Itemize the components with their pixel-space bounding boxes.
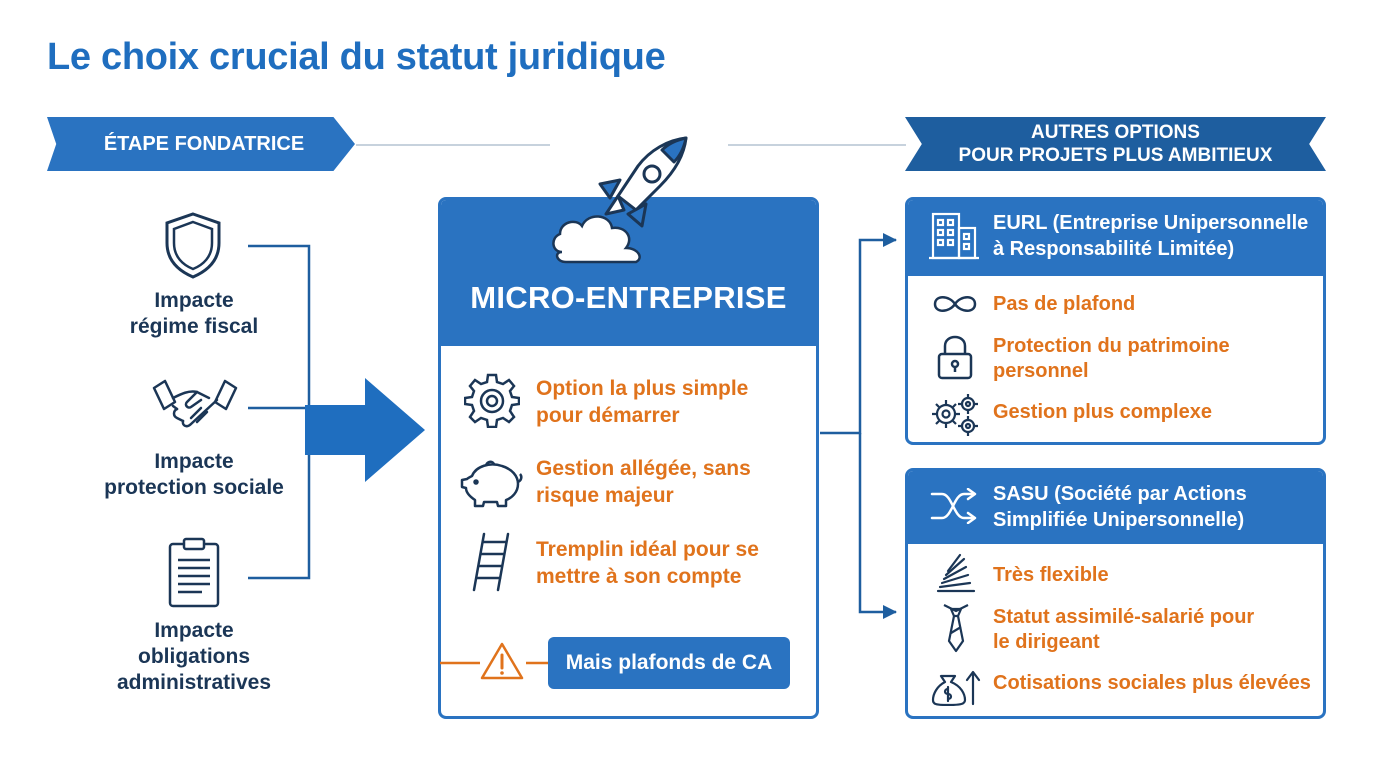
ribbon-autres-options-line2: POUR PROJETS PLUS AMBITIEUX — [958, 145, 1273, 166]
warning-row — [440, 642, 550, 680]
separator-line-right — [728, 144, 906, 146]
gear-icon — [464, 373, 520, 428]
eurl-title-line1: EURL (Entreprise Unipersonnelle — [993, 212, 1309, 234]
micro-item-tremplin: Tremplin idéal pour se mettre à son comp… — [536, 536, 796, 590]
warning-icon — [480, 642, 524, 680]
plafonds-ca-badge: Mais plafonds de CA — [548, 637, 790, 689]
impact-3-line2: obligations — [138, 645, 250, 668]
eurl-item-pas-de-plafond: Pas de plafond — [993, 293, 1136, 315]
sasu-title-line1: SASU (Société par Actions — [993, 483, 1247, 505]
arrowhead-sasu — [883, 605, 897, 619]
eurl-item-gestion-complexe: Gestion plus complexe — [993, 401, 1212, 423]
micro-item-2-line1: Gestion allégée, sans — [536, 457, 751, 480]
micro-item-2-line2: risque majeur — [536, 484, 674, 507]
sasu-title: SASU (Société par Actions Simplifiée Uni… — [993, 481, 1247, 533]
sasu-item-2-line2: le dirigeant — [993, 631, 1100, 653]
sasu-item-tres-flexible: Très flexible — [993, 564, 1109, 586]
sasu-card — [905, 468, 1326, 719]
impact-3-line1: Impacte — [154, 619, 234, 642]
impact-obligations-administratives: Impacte obligations administratives — [84, 618, 304, 696]
eurl-header — [908, 200, 1323, 276]
handshake-icon — [152, 379, 238, 428]
micro-item-1-line1: Option la plus simple — [536, 377, 749, 400]
impact-2-line2: protection sociale — [104, 476, 284, 499]
ladder-icon — [472, 532, 510, 592]
eurl-item-protection: Protection du patrimoine personnel — [993, 334, 1230, 384]
eurl-title: EURL (Entreprise Unipersonnelle à Respon… — [993, 210, 1308, 262]
micro-item-gestion-allegee: Gestion allégée, sans risque majeur — [536, 455, 796, 509]
impact-regime-fiscal: Impacte régime fiscal — [84, 288, 304, 340]
micro-item-3-line1: Tremplin idéal pour se — [536, 538, 759, 561]
shield-icon — [165, 212, 221, 279]
arrowhead-eurl — [883, 233, 897, 247]
ribbon-autres-options-line1: AUTRES OPTIONS — [1031, 122, 1200, 143]
impact-3-line3: administratives — [116, 671, 272, 694]
micro-item-1-line2: pour démarrer — [536, 404, 680, 427]
sasu-item-2-line1: Statut assimilé-salarié pour — [993, 606, 1255, 628]
eurl-item-2-line2: personnel — [993, 360, 1089, 382]
big-arrow — [305, 378, 425, 482]
micro-entreprise-header — [441, 200, 816, 346]
impact-1-line2: régime fiscal — [129, 315, 259, 338]
rocket-icon — [552, 136, 688, 264]
impact-1-line1: Impacte — [154, 289, 234, 312]
sasu-item-cotisations: Cotisations sociales plus élevées — [993, 672, 1311, 694]
micro-item-3-line2: mettre à son compte — [536, 565, 742, 588]
micro-entreprise-title: MICRO-ENTREPRISE — [470, 280, 787, 315]
eurl-title-line2: à Responsabilité Limitée) — [993, 238, 1235, 260]
spring-icon — [936, 553, 976, 593]
page-title: Le choix crucial du statut juridique — [47, 36, 666, 78]
ribbon-autres-options: AUTRES OPTIONS POUR PROJETS PLUS AMBITIE… — [905, 117, 1326, 171]
gears-icon — [932, 394, 978, 436]
sasu-item-statut-assimile: Statut assimilé-salarié pour le dirigean… — [993, 605, 1254, 655]
eurl-item-2-line1: Protection du patrimoine — [993, 335, 1230, 357]
padlock-icon — [937, 335, 973, 380]
micro-entreprise-card: MICRO-ENTREPRISE — [438, 197, 819, 719]
impact-2-line1: Impacte — [154, 450, 234, 473]
sasu-title-line2: Simplifiée Unipersonnelle) — [993, 509, 1245, 531]
micro-item-option-simple: Option la plus simple pour démarrer — [536, 375, 796, 429]
connector-eurl — [820, 238, 896, 435]
separator-line-left — [356, 144, 550, 146]
impact-protection-sociale: Impacte protection sociale — [84, 449, 304, 501]
tie-icon — [943, 604, 969, 653]
money-bag-icon — [931, 670, 981, 706]
infinity-icon — [933, 296, 977, 312]
building-icon — [929, 212, 979, 260]
ribbon-etape-fondatrice: ÉTAPE FONDATRICE — [47, 117, 355, 171]
connector-sasu — [858, 433, 896, 614]
clipboard-icon — [168, 537, 220, 608]
shuffle-icon — [930, 488, 977, 524]
sasu-header — [908, 471, 1323, 544]
piggy-bank-icon — [460, 460, 523, 508]
